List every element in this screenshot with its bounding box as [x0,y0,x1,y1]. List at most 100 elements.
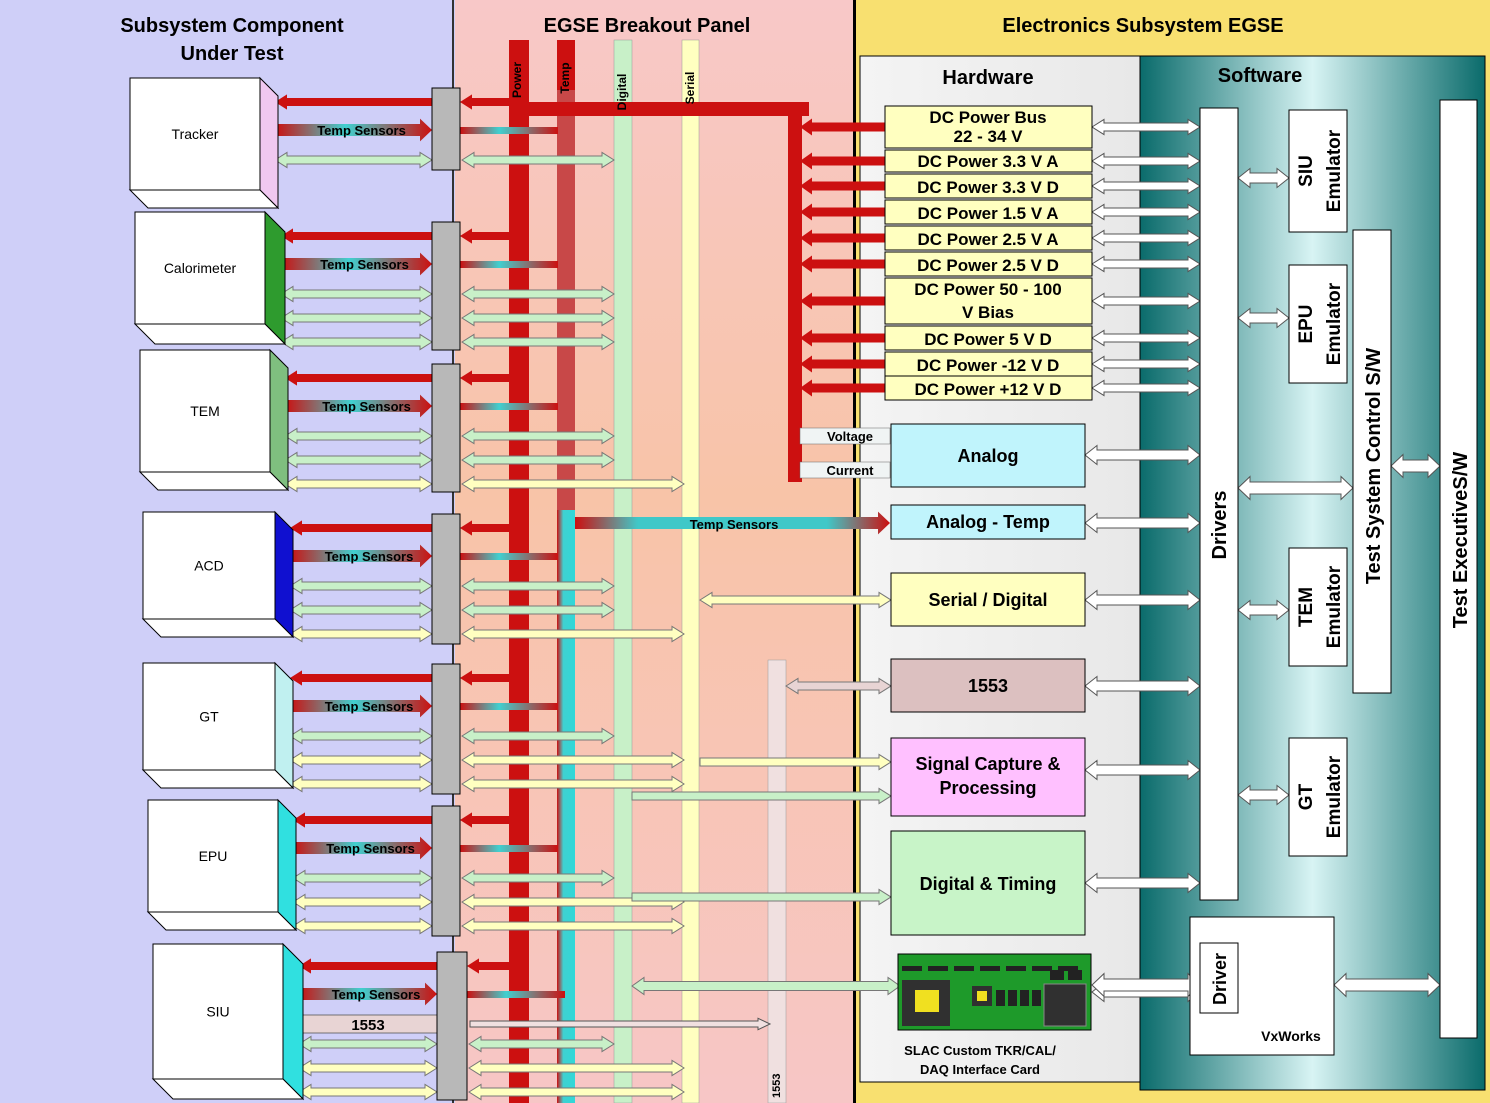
component-gt-bus-link-2 [461,775,685,793]
component-gt-bus-link-0 [461,727,615,745]
power-supply-4-line1: DC Power 2.5 V A [917,230,1058,249]
bus-digital-label: Digital [615,74,629,111]
component-tem-temp-label: Temp Sensors [322,399,411,414]
component-gt-label: GT [199,709,219,725]
component-tracker-side [259,76,279,210]
sw-gt-emulator-line1: GT [1296,783,1317,810]
component-acd-temp-label: Temp Sensors [325,549,414,564]
sw-driver-label: Driver [1210,953,1230,1005]
component-gt-temp-link [460,703,558,710]
connector-tem [431,363,461,493]
hw-analog-temp [890,504,1086,540]
bus-power [509,40,529,1103]
component-tem-side [269,348,289,492]
sw-epu-emulator-line2: Emulator [1324,282,1345,365]
component-calorimeter-front [134,211,266,325]
component-siu-power-link [467,958,511,974]
hw-analog-temp-label: Analog - Temp [926,512,1050,532]
power-supply-6-line2: V Bias [962,303,1014,322]
analog-temp-feed [575,511,890,535]
component-acd-temp-link [460,553,558,560]
hw-1553 [890,658,1086,713]
component-tem-front [139,349,271,473]
bus-temp-mid [557,90,575,510]
component-tracker-front [129,77,261,191]
component-tracker-power-arrow [275,94,432,110]
power-supply-1 [884,149,1093,173]
header-software: Software [1218,65,1302,87]
component-tracker-label: Tracker [172,126,219,142]
power-supply-2 [884,173,1093,199]
component-gt-front [142,662,276,771]
card-pin-6 [1058,966,1078,971]
power-supply-7-feed [800,329,885,347]
component-siu-front [152,943,284,1080]
signal-link-serial [699,753,892,771]
divider-right [853,0,856,1103]
power-supply-0-line2: 22 - 34 V [954,127,1024,146]
header-electronics-egse: Electronics Subsystem EGSE [1002,15,1283,37]
component-calorimeter-power-link [460,228,511,244]
current-tap [799,461,891,479]
header-hardware: Hardware [942,67,1033,89]
sw-siu-emulator-line2: Emulator [1324,129,1345,212]
card-pin-0 [902,966,922,971]
power-supply-7-line1: DC Power 5 V D [924,330,1052,349]
power-main-feed [521,102,809,116]
card-part-3 [1032,990,1041,1006]
component-calorimeter-bottom [133,323,287,345]
component-tem-bottom [138,471,290,491]
card-part-1 [1008,990,1017,1006]
component-tem-bus-link-1 [461,451,615,469]
component-siu-bus-link-0 [468,1035,615,1053]
component-siu-label: SIU [206,1004,229,1020]
card-chip-mid-led [977,991,987,1001]
component-calorimeter-power-arrow [281,228,432,244]
hw-serial-digital-label: Serial / Digital [928,590,1047,610]
power-supply-3-feed [800,203,885,221]
sw-epu-emulator [1288,264,1348,384]
sw-drivers-label: Drivers [1209,491,1231,560]
sw-gt-emulator [1288,737,1348,857]
sw-driver [1199,942,1239,1014]
component-epu-bus-link-0 [461,869,615,887]
component-tem-power-arrow [285,370,432,386]
connector-epu [431,805,461,937]
hw-signal-capture [890,737,1086,817]
component-acd-temp-arrow [290,544,432,568]
sw-drivers [1199,107,1239,901]
sw-siu-emulator [1288,109,1348,233]
component-tem-bus-link-2 [461,475,685,493]
component-tracker-temp-arrow [275,118,432,142]
power-supply-5-feed [800,255,885,273]
power-supply-0-line1: DC Power Bus [929,108,1046,127]
bus-1553 [767,659,787,1103]
header-breakout: EGSE Breakout Panel [544,15,751,37]
header-subsystem-line2: Under Test [181,43,284,65]
component-siu-temp-arrow [299,982,437,1006]
power-supply-5 [884,251,1093,277]
card-part-0 [996,990,1005,1006]
digital-timing-link [631,888,892,906]
sw-gt-emulator-line2: Emulator [1324,755,1345,838]
component-calorimeter-bus-link-1 [461,309,615,327]
component-epu-temp-arrow [293,836,432,860]
power-supply-6 [884,277,1093,325]
component-acd-power-link [460,520,511,536]
power-supply-6-line1: DC Power 50 - 100 [914,280,1061,299]
connector-calorimeter [431,221,461,351]
sw-tem-emulator [1288,547,1348,667]
component-gt-power-link [460,670,511,686]
component-tracker-temp-label: Temp Sensors [317,123,406,138]
power-supply-1-feed [800,152,885,170]
component-gt-temp-label: Temp Sensors [325,699,414,714]
component-tracker-bus-link-0 [461,151,615,169]
hw-signal-line2: Processing [939,778,1036,798]
component-calorimeter-bus-link-2 [461,333,615,351]
component-acd-front [142,511,276,620]
power-supply-4 [884,225,1093,251]
component-tem-label: TEM [190,403,220,419]
bus-power-label: Power [510,62,524,98]
power-supply-9 [884,375,1093,401]
component-tem-temp-arrow [285,394,432,418]
